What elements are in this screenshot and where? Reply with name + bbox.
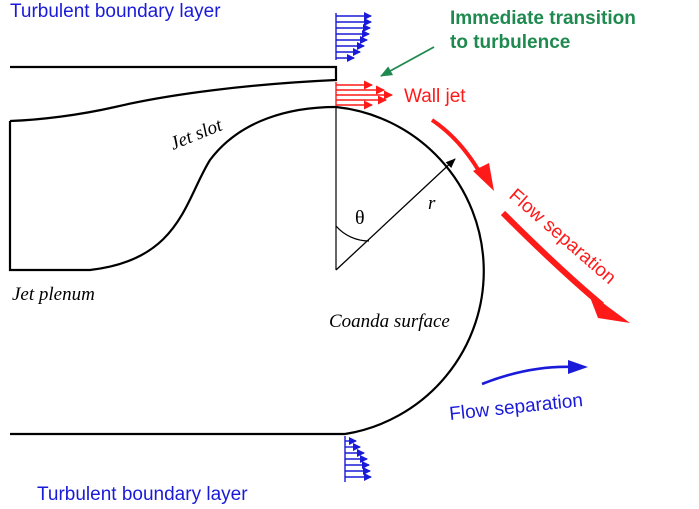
plenum-wall — [8, 105, 337, 272]
bottom-boundary-layer-label: Turbulent boundary layer — [37, 484, 248, 505]
coanda-surface-label: Coanda surface — [329, 311, 450, 332]
top-velocity-profile — [335, 12, 372, 62]
geometry-outline — [8, 65, 485, 436]
transition-label-line1: Immediate transition — [450, 8, 636, 29]
wall-jet-profile — [335, 80, 393, 110]
top-boundary-layer-label: Turbulent boundary layer — [10, 1, 221, 22]
radius-label: r — [428, 193, 436, 214]
blue-separation-arrow — [481, 365, 576, 386]
wall-jet-label: Wall jet — [404, 86, 466, 107]
blue-separation-arrowhead — [568, 360, 588, 374]
green-transition-arrow — [380, 46, 435, 77]
jet-plenum-label: Jet plenum — [12, 284, 95, 305]
red-wall-jet-arrowhead — [473, 163, 494, 191]
radius-arrow — [335, 158, 456, 271]
coanda-surface-curve — [335, 105, 485, 436]
bottom-velocity-profile — [344, 436, 372, 482]
red-separation-arrowhead — [588, 292, 630, 323]
transition-label-line2: to turbulence — [450, 32, 570, 53]
jet-slot-label: Jet slot — [167, 115, 226, 155]
red-wall-jet-arrow — [430, 118, 485, 179]
blue-flow-separation-label: Flow separation — [448, 390, 584, 425]
theta-label: θ — [355, 207, 365, 229]
upper-wall — [9, 65, 338, 123]
